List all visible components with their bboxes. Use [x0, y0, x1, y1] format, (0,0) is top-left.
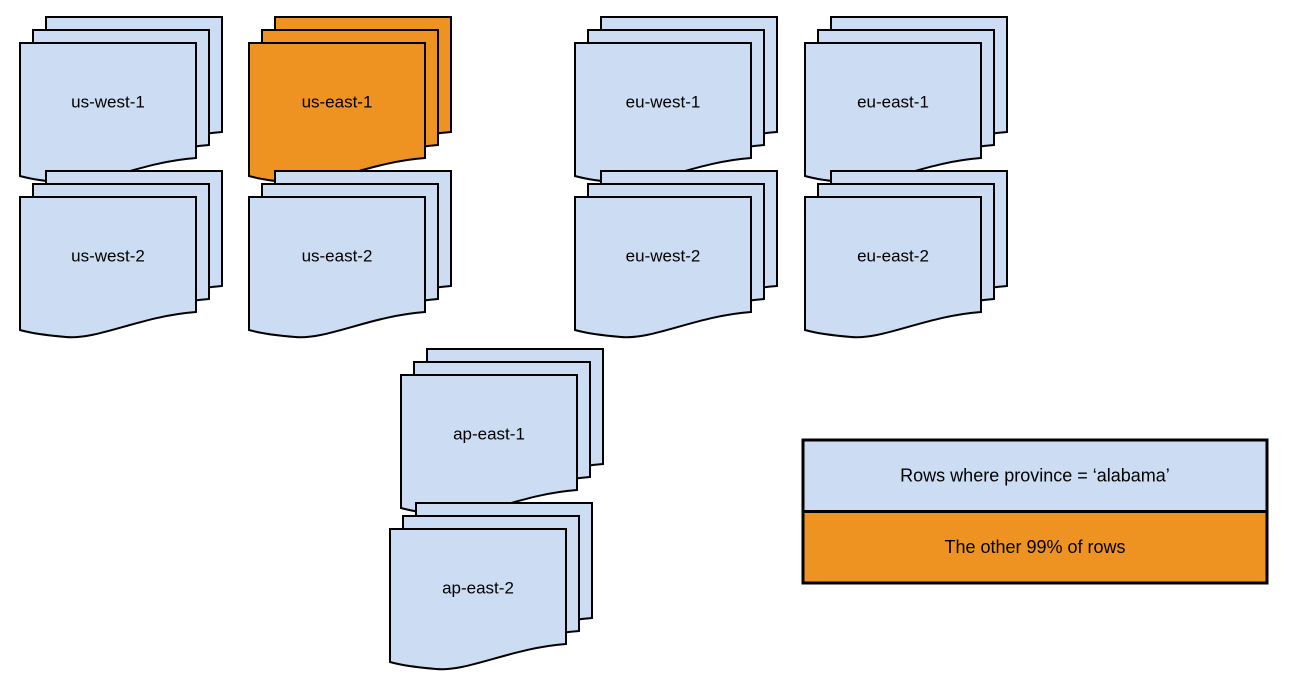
document-sheet — [804, 196, 982, 339]
region-stack-label: us-east-2 — [302, 246, 373, 265]
region-stack-label: us-west-1 — [71, 92, 145, 111]
legend: Rows where province = ‘alabama’ The other… — [801, 438, 1269, 585]
legend-entry-label: The other 99% of rows — [944, 537, 1125, 557]
legend-swatch — [801, 438, 1269, 513]
region-stack-us-west-1[interactable]: us-west-1 — [19, 16, 223, 185]
region-stack-us-west-2[interactable]: us-west-2 — [19, 170, 223, 339]
region-stack-label: ap-east-1 — [453, 424, 525, 443]
legend-entry-legend-blue: Rows where province = ‘alabama’ — [801, 438, 1269, 513]
document-sheet — [389, 528, 567, 671]
region-stack-label: eu-west-1 — [626, 92, 701, 111]
document-sheet — [19, 42, 197, 185]
legend-entry-legend-orange: The other 99% of rows — [801, 510, 1269, 585]
document-sheet — [574, 196, 752, 339]
document-sheet — [804, 42, 982, 185]
region-stack-ap-east-1[interactable]: ap-east-1 — [400, 348, 604, 517]
region-stack-label: ap-east-2 — [442, 578, 514, 597]
legend-swatch — [801, 510, 1269, 585]
region-stack-label: eu-east-1 — [857, 92, 929, 111]
region-stack-eu-west-1[interactable]: eu-west-1 — [574, 16, 778, 185]
document-sheet — [400, 374, 578, 517]
region-stack-eu-east-2[interactable]: eu-east-2 — [804, 170, 1008, 339]
region-stack-label: us-east-1 — [302, 92, 373, 111]
legend-entry-label: Rows where province = ‘alabama’ — [900, 466, 1170, 486]
region-stack-us-east-1[interactable]: us-east-1 — [248, 16, 452, 185]
region-stack-ap-east-2[interactable]: ap-east-2 — [389, 502, 593, 671]
region-stack-label: eu-west-2 — [626, 246, 701, 265]
region-stack-eu-east-1[interactable]: eu-east-1 — [804, 16, 1008, 185]
document-sheet — [248, 196, 426, 339]
document-sheet — [19, 196, 197, 339]
region-stacks-layer: us-west-1 us-east-1 eu-west-1 eu-east-1 us-w… — [19, 16, 1008, 671]
region-stack-eu-west-2[interactable]: eu-west-2 — [574, 170, 778, 339]
region-stack-label: us-west-2 — [71, 246, 145, 265]
region-stack-us-east-2[interactable]: us-east-2 — [248, 170, 452, 339]
region-stack-label: eu-east-2 — [857, 246, 929, 265]
document-sheet — [574, 42, 752, 185]
document-sheet — [248, 42, 426, 185]
